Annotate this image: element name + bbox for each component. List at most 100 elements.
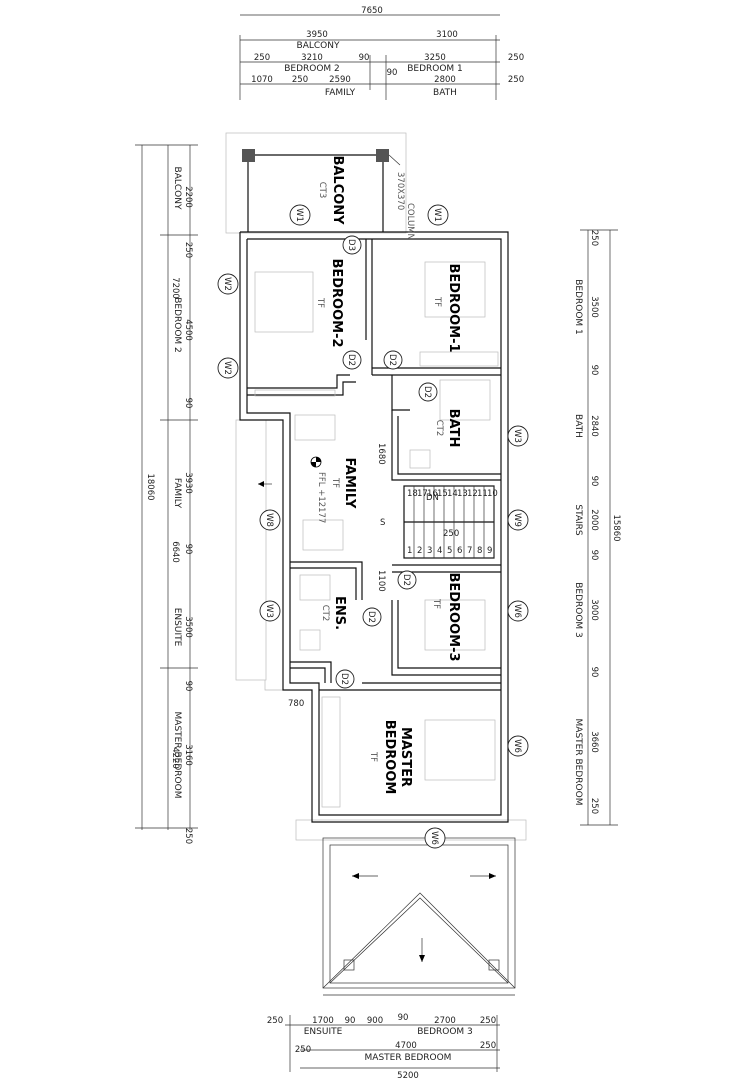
left-sub-9: 250	[183, 828, 193, 844]
bottom-r2-0: 250	[295, 1045, 311, 1055]
left-sub-0: 2200	[183, 186, 193, 208]
left-label-master: MASTER BEDROOM	[172, 712, 182, 799]
room-finish-bath: CT2	[434, 420, 444, 437]
stair-number: 15	[437, 489, 448, 499]
top-label-bedroom2: BEDROOM 2	[284, 64, 340, 74]
svg-text:W8: W8	[264, 513, 274, 527]
svg-text:D3: D3	[346, 239, 356, 251]
svg-text:D2: D2	[401, 574, 411, 586]
top-dim-r2-1: 3210	[301, 53, 323, 63]
bottom-r1-0: 250	[267, 1016, 283, 1026]
stair-number: 7	[467, 546, 472, 556]
stair-number: 3	[427, 546, 432, 556]
bottom-label-master: MASTER BEDROOM	[365, 1053, 452, 1063]
wardrobe-bedroom2	[254, 389, 336, 397]
top-dim-r2-3: 3250	[424, 53, 446, 63]
door-tags: D3 D2 D2 D2 D2 D2 D2	[335, 235, 438, 689]
left-group-3: 4220	[170, 747, 180, 769]
room-finish-bedroom1: TF	[432, 296, 442, 307]
bed-bedroom3	[424, 599, 486, 651]
svg-text:D2: D2	[422, 386, 432, 398]
left-overall-dim: 18060	[145, 473, 155, 500]
bottom-label-ensuite: ENSUITE	[304, 1027, 343, 1037]
svg-text:W3: W3	[264, 604, 274, 618]
right-sub-3: 2840	[589, 415, 599, 437]
column-right	[376, 149, 389, 162]
svg-text:D2: D2	[366, 611, 376, 623]
room-finish-bedroom3: TF	[431, 598, 441, 609]
window-tag: W1	[427, 204, 449, 226]
stair-number: 14	[447, 489, 458, 499]
bottom-r1-1: 1700	[312, 1016, 334, 1026]
stairs-s-label: S	[380, 518, 385, 528]
stair-number: 10	[487, 489, 498, 499]
stair-number: 6	[457, 546, 462, 556]
right-dimensions: 15860 250 3500 90 2840 90 2000 90 3000 9…	[573, 229, 621, 826]
room-name-bedroom1: BEDROOM-1	[446, 263, 461, 352]
right-overall-dim: 15860	[611, 514, 621, 541]
svg-text:W1: W1	[294, 208, 304, 222]
top-label-family: FAMILY	[325, 88, 356, 98]
window-tag: W9	[507, 509, 529, 531]
wardrobe-bedroom1	[419, 351, 499, 367]
wc-ensuite	[299, 629, 321, 651]
left-label-ensuite: ENSUITE	[172, 608, 182, 647]
right-sub-8: 90	[589, 667, 599, 678]
dim-1100: 1100	[376, 570, 386, 592]
svg-text:W2: W2	[222, 277, 232, 291]
top-dim-balcony-b: 3100	[436, 30, 458, 40]
top-dim-r3-5: 250	[508, 75, 524, 85]
dim-780: 780	[288, 699, 304, 709]
door-tag: D2	[397, 570, 417, 590]
left-dimensions: 18060 7200 6640 4220 2200 250 4500 90 39…	[135, 144, 198, 844]
stair-number: 1	[407, 546, 412, 556]
door-tag: D2	[362, 607, 382, 627]
stairs-dn-label: DN	[426, 493, 439, 503]
svg-text:W2: W2	[222, 361, 232, 375]
stair-number: 18	[407, 489, 418, 499]
top-dim-r2-2: 90	[359, 53, 370, 63]
window-tag: W6	[424, 827, 446, 849]
sofa-family	[294, 414, 336, 441]
bed-master	[424, 719, 496, 781]
left-sub-8: 3160	[183, 744, 193, 766]
right-sub-1: 3500	[589, 296, 599, 318]
svg-text:D2: D2	[339, 673, 349, 685]
top-label-balcony: BALCONY	[297, 41, 340, 51]
door-tag: D2	[418, 382, 438, 402]
bed-bedroom1	[424, 261, 486, 318]
right-label-master: MASTER BEDROOM	[573, 719, 583, 806]
left-sub-3: 90	[183, 398, 193, 409]
right-label-bedroom1: BEDROOM 1	[573, 279, 583, 335]
column-note-2: 370X370	[395, 172, 405, 210]
stair-number: 17	[417, 489, 428, 499]
right-label-stairs: STAIRS	[573, 504, 583, 536]
top-dim-r3-1: 250	[292, 75, 308, 85]
right-label-bedroom3: BEDROOM 3	[573, 582, 583, 638]
room-name-bath: BATH	[446, 409, 461, 448]
room-name-bedroom3: BEDROOM-3	[446, 572, 461, 661]
left-sub-2: 4500	[183, 319, 193, 341]
window-tag: W8	[259, 509, 281, 531]
armchair-family	[302, 519, 344, 551]
bottom-r1-3: 900	[367, 1016, 383, 1026]
window-tag: W3	[259, 600, 281, 622]
left-label-balcony: BALCONY	[172, 167, 182, 210]
shower-bath	[439, 379, 491, 421]
door-tag: D2	[383, 350, 403, 370]
bottom-r2-1: 4700	[395, 1041, 417, 1051]
right-sub-4: 90	[589, 476, 599, 487]
stair-number: 12	[467, 489, 478, 499]
bottom-r2-2: 250	[480, 1041, 496, 1051]
svg-text:W6: W6	[429, 831, 439, 845]
window-tag: W6	[507, 735, 529, 757]
svg-text:W6: W6	[512, 604, 522, 618]
room-name-master-1: MASTER	[398, 727, 413, 787]
dim-250: 250	[443, 529, 459, 539]
stair-number: 2	[417, 546, 422, 556]
stair-number: 4	[437, 546, 442, 556]
bed-bedroom2	[254, 271, 314, 333]
left-group-2: 6640	[170, 541, 180, 563]
room-finish-balcony: CT3	[317, 182, 327, 199]
